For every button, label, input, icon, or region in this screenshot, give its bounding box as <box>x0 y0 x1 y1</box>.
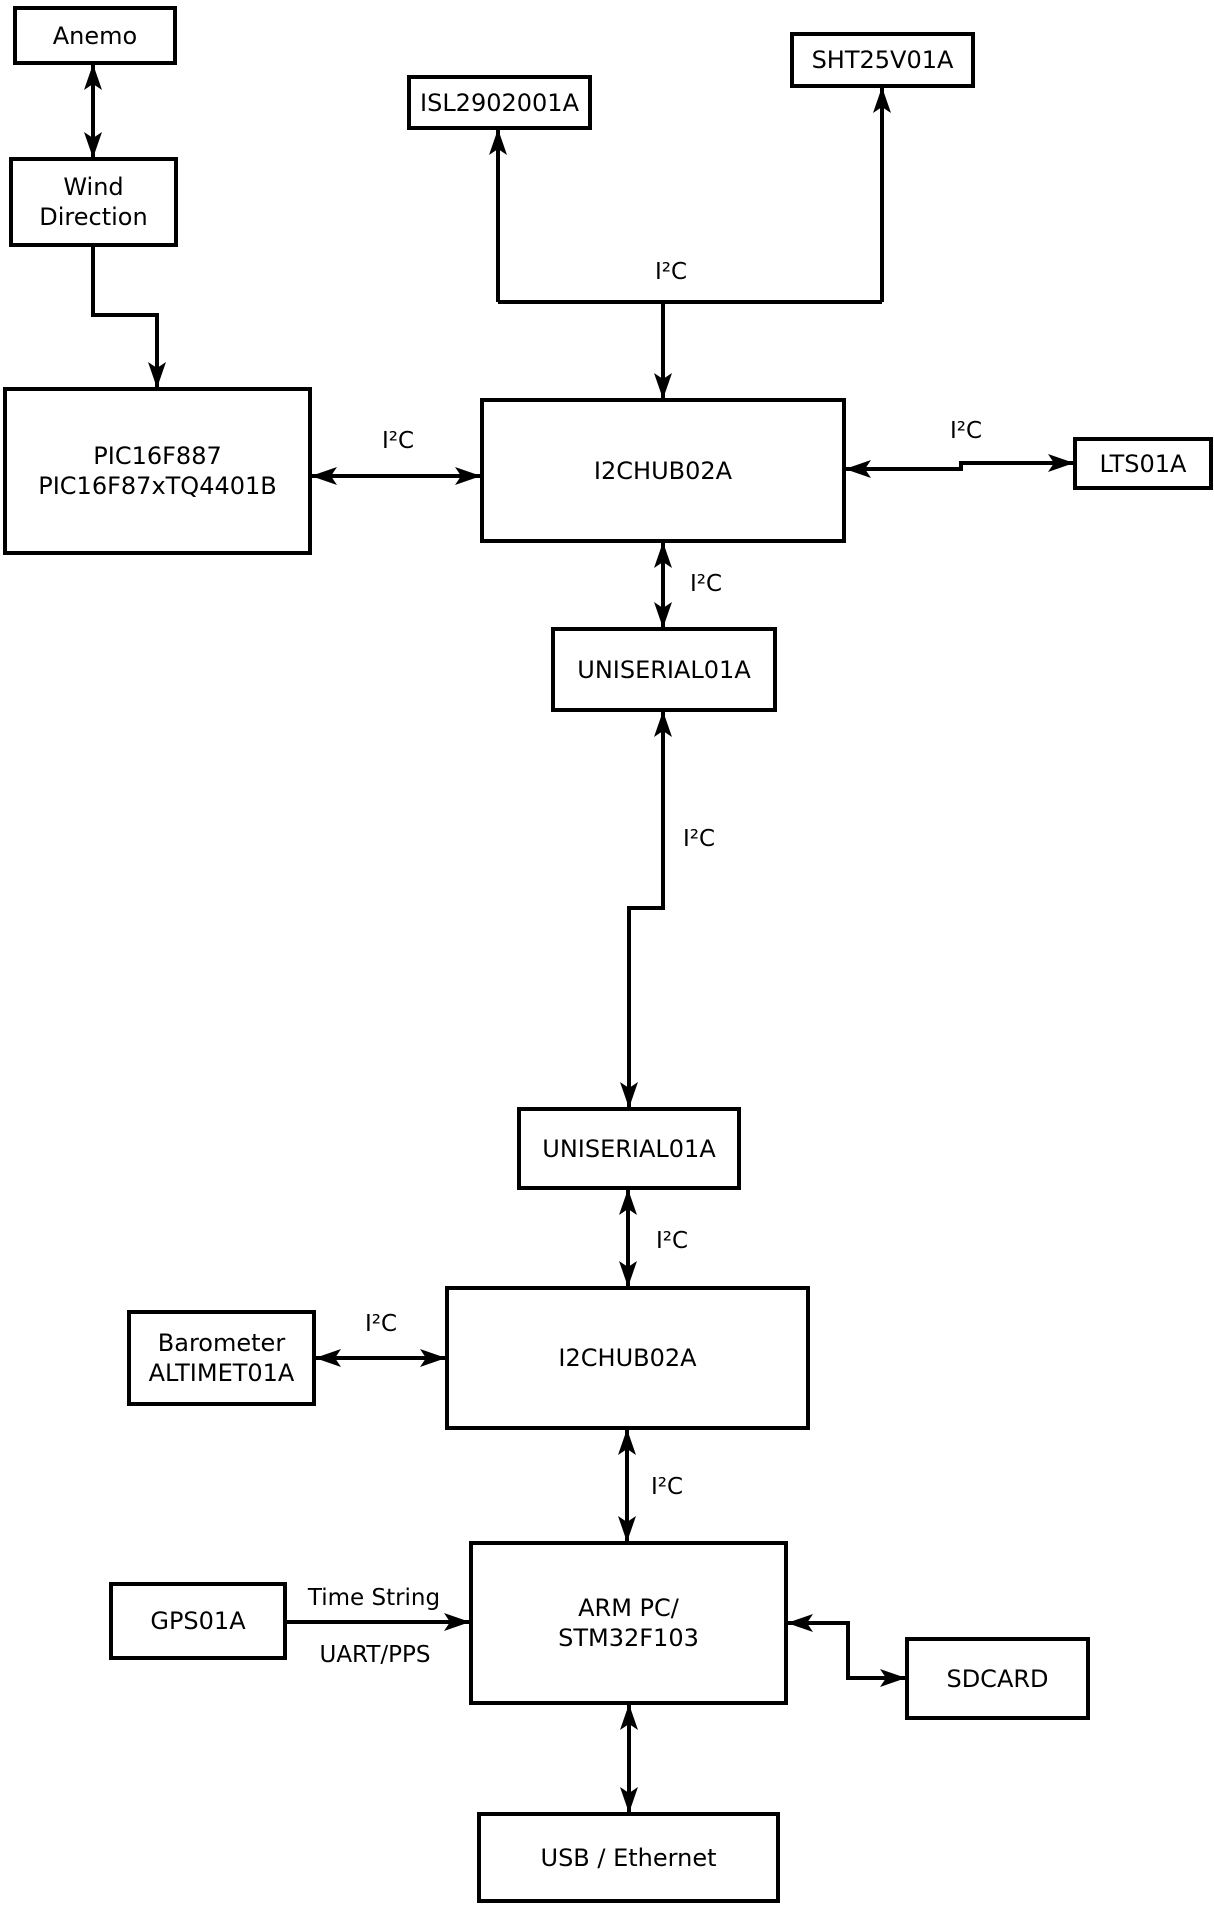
edge-label-bus-top-i2c: I²C <box>654 259 688 285</box>
node-wind-direction: Wind Direction <box>9 157 178 247</box>
node-gps01a: GPS01A <box>109 1582 287 1660</box>
node-uniserial01a-bottom: UNISERIAL01A <box>517 1107 741 1190</box>
node-sdcard: SDCARD <box>905 1637 1090 1720</box>
edge-label-barometer-hub2-i2c: I²C <box>364 1311 398 1337</box>
node-anemo: Anemo <box>13 6 177 65</box>
edge-label-hub2-arm-i2c: I²C <box>650 1474 684 1500</box>
connector-hub1-lts <box>845 454 1074 478</box>
node-arm-pc-stm32f103: ARM PC/ STM32F103 <box>469 1541 788 1705</box>
node-i2chub02a-top: I2CHUB02A <box>480 398 846 543</box>
node-pic16f887: PIC16F887 PIC16F87xTQ4401B <box>3 387 312 555</box>
edge-label-pic-hub-i2c: I²C <box>381 428 415 454</box>
edge-label-uart-pps: UART/PPS <box>319 1642 431 1668</box>
node-sht25v01a: SHT25V01A <box>790 32 975 88</box>
edge-label-time-string: Time String <box>307 1585 441 1611</box>
node-i2chub02a-bottom: I2CHUB02A <box>445 1286 810 1430</box>
node-uniserial01a-top: UNISERIAL01A <box>551 627 777 712</box>
connector-arm-sdcard <box>787 1614 906 1687</box>
node-usb-ethernet: USB / Ethernet <box>477 1812 780 1903</box>
edge-label-hub-uniserial-i2c: I²C <box>689 571 723 597</box>
edge-label-uniserial-hub2-i2c: I²C <box>655 1228 689 1254</box>
node-lts01a: LTS01A <box>1073 437 1213 490</box>
node-isl2902001a: ISL2902001A <box>407 75 592 130</box>
edge-label-hub-lts-i2c: I²C <box>949 418 983 444</box>
connector-uniserial1-uniserial2 <box>620 711 672 1108</box>
edge-label-uniserial-link-i2c: I²C <box>682 826 716 852</box>
node-barometer-altimet01a: Barometer ALTIMET01A <box>127 1310 316 1406</box>
